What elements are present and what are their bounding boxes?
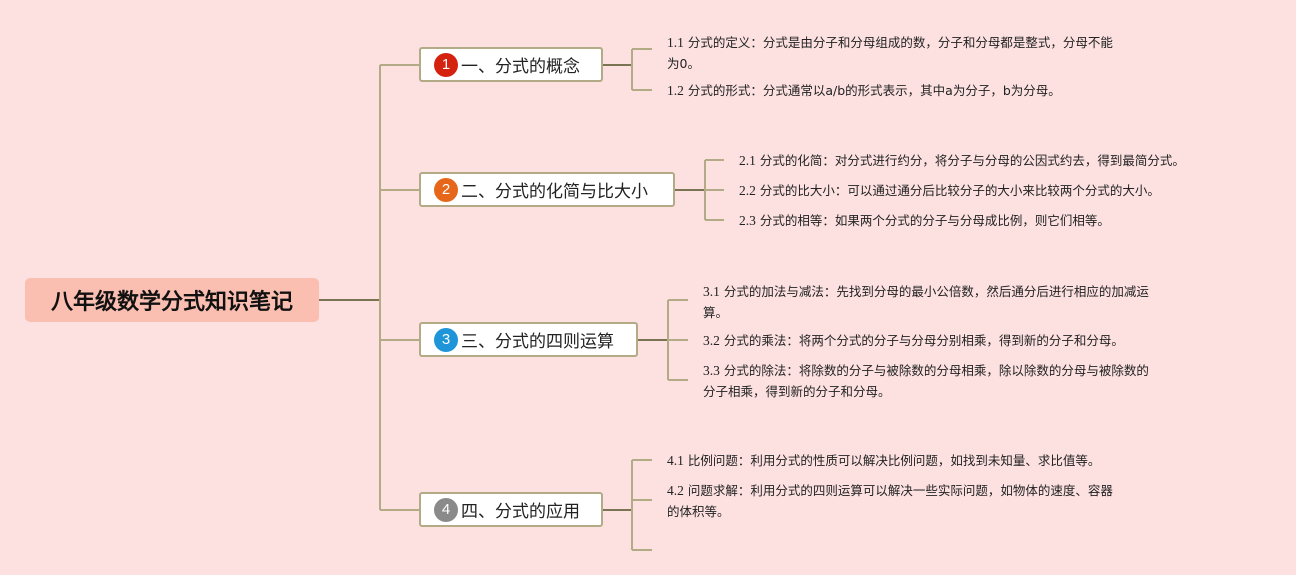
subtopic-2-1[interactable]: 2.1 分式的化简：对分式进行约分，将分子与分母的公因式约去，得到最简分式。 xyxy=(739,150,1279,171)
priority-2-icon: 2 xyxy=(434,177,458,202)
priority-4-icon: 4 xyxy=(434,497,458,522)
subtopic-text: 分式的乘法：将两个分式的分子与分母分别相乘，得到新的分子和分母。 xyxy=(723,333,1124,348)
subtopic-text: 比例问题：利用分式的性质可以解决比例问题，如找到未知量、求比值等。 xyxy=(687,453,1101,468)
topic-label: 四、分式的应用 xyxy=(461,502,580,522)
topic-node-1[interactable]: 1 一、分式的概念 xyxy=(419,47,603,82)
subtopic-2-3[interactable]: 2.3 分式的相等：如果两个分式的分子与分母成比例，则它们相等。 xyxy=(739,210,1279,231)
subtopic-text: 分式的相等：如果两个分式的分子与分母成比例，则它们相等。 xyxy=(759,213,1110,228)
subtopic-text-continued: 算。 xyxy=(703,305,729,320)
root-title: 八年级数学分式知识笔记 xyxy=(50,290,293,315)
subtopic-text: 分式的化简：对分式进行约分，将分子与分母的公因式约去，得到最简分式。 xyxy=(759,153,1185,168)
topic-node-3[interactable]: 3 三、分式的四则运算 xyxy=(419,322,638,357)
topic-label: 一、分式的概念 xyxy=(461,57,580,77)
subtopic-3-3[interactable]: 3.3 分式的除法：将除数的分子与被除数的分母相乘，除以除数的分母与被除数的 分… xyxy=(703,360,1223,402)
subtopic-number: 2.1 xyxy=(739,153,756,168)
subtopic-1-1[interactable]: 1.1 分式的定义：分式是由分子和分母组成的数，分子和分母都是整式，分母不能 为… xyxy=(667,32,1167,74)
subtopic-number: 2.3 xyxy=(739,213,756,228)
subtopic-1-2[interactable]: 1.2 分式的形式：分式通常以a/b的形式表示，其中a为分子，b为分母。 xyxy=(667,80,1187,101)
subtopic-number: 2.2 xyxy=(739,183,756,198)
subtopic-number: 4.2 xyxy=(667,483,684,498)
subtopic-4-1[interactable]: 4.1 比例问题：利用分式的性质可以解决比例问题，如找到未知量、求比值等。 xyxy=(667,450,1187,471)
priority-1-icon: 1 xyxy=(434,52,458,77)
topic-node-2[interactable]: 2 二、分式的化简与比大小 xyxy=(419,172,675,207)
subtopic-text: 分式的比大小：可以通过通分后比较分子的大小来比较两个分式的大小。 xyxy=(759,183,1160,198)
root-node[interactable]: 八年级数学分式知识笔记 xyxy=(25,278,319,322)
subtopic-text: 分式的加法与减法：先找到分母的最小公倍数，然后通分后进行相应的加减运 xyxy=(723,284,1149,299)
subtopic-number: 4.1 xyxy=(667,453,684,468)
subtopic-3-1[interactable]: 3.1 分式的加法与减法：先找到分母的最小公倍数，然后通分后进行相应的加减运 算… xyxy=(703,281,1223,323)
subtopic-2-2[interactable]: 2.2 分式的比大小：可以通过通分后比较分子的大小来比较两个分式的大小。 xyxy=(739,180,1279,201)
subtopic-text-continued: 为0。 xyxy=(667,56,700,71)
subtopic-4-2[interactable]: 4.2 问题求解：利用分式的四则运算可以解决一些实际问题，如物体的速度、容器 的… xyxy=(667,480,1187,522)
priority-3-icon: 3 xyxy=(434,327,458,352)
topic-label: 三、分式的四则运算 xyxy=(461,332,614,352)
subtopic-text-continued: 分子相乘，得到新的分子和分母。 xyxy=(703,384,891,399)
subtopic-text: 分式的除法：将除数的分子与被除数的分母相乘，除以除数的分母与被除数的 xyxy=(723,363,1149,378)
subtopic-text: 分式的形式：分式通常以a/b的形式表示，其中a为分子，b为分母。 xyxy=(687,83,1061,98)
topic-node-4[interactable]: 4 四、分式的应用 xyxy=(419,492,603,527)
subtopic-text-continued: 的体积等。 xyxy=(667,504,730,519)
subtopic-3-2[interactable]: 3.2 分式的乘法：将两个分式的分子与分母分别相乘，得到新的分子和分母。 xyxy=(703,330,1223,351)
subtopic-number: 3.3 xyxy=(703,363,720,378)
subtopic-text: 分式的定义：分式是由分子和分母组成的数，分子和分母都是整式，分母不能 xyxy=(687,35,1113,50)
subtopic-number: 3.2 xyxy=(703,333,720,348)
subtopic-number: 3.1 xyxy=(703,284,720,299)
topic-label: 二、分式的化简与比大小 xyxy=(461,182,648,202)
subtopic-text: 问题求解：利用分式的四则运算可以解决一些实际问题，如物体的速度、容器 xyxy=(687,483,1113,498)
subtopic-number: 1.1 xyxy=(667,35,684,50)
subtopic-4-3-empty[interactable] xyxy=(667,540,1187,561)
subtopic-number: 1.2 xyxy=(667,83,684,98)
